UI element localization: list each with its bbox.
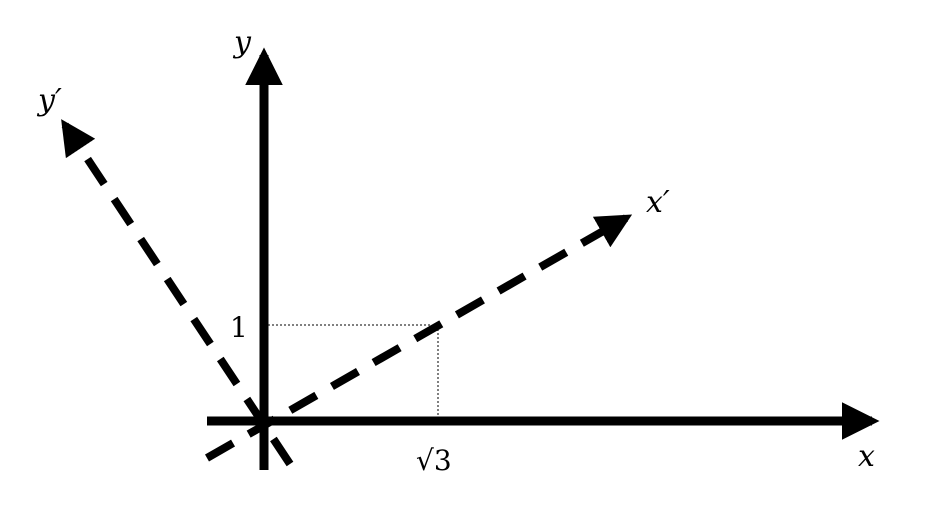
x-prime-axis	[205, 214, 633, 462]
y-axis-label: y	[232, 25, 252, 60]
tick-label-sqrt3: √3	[416, 444, 452, 477]
y-prime-axis-label: y′	[36, 83, 62, 118]
tick-label-one: 1	[230, 311, 248, 344]
x-axis-label: x	[858, 439, 875, 474]
x-prime-axis-label: x′	[646, 185, 670, 220]
y-prime-axis	[61, 119, 294, 467]
